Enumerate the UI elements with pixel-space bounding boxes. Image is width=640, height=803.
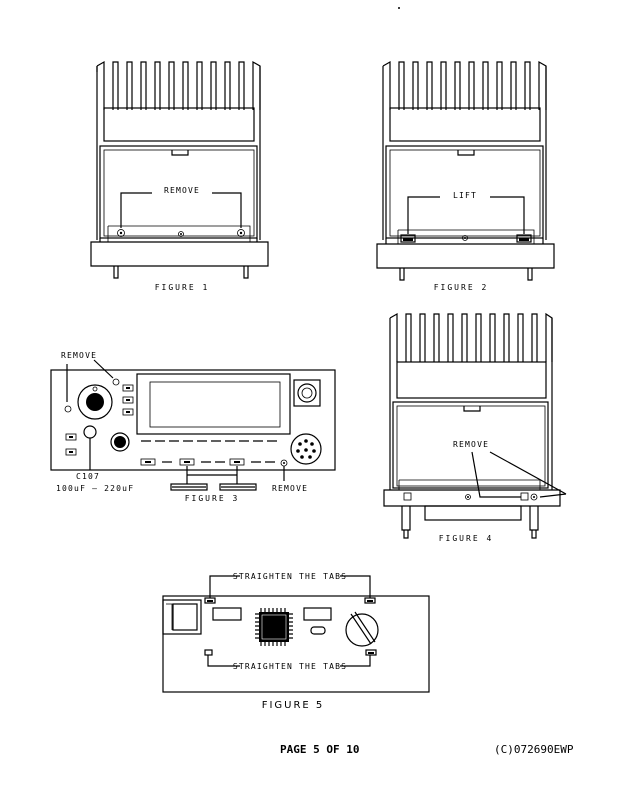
figure-4: REMOVE FIGURE 4: [383, 312, 567, 543]
heatsink-fins: [389, 312, 553, 362]
heatsink-fins: [382, 60, 547, 110]
figure3-callout-top: REMOVE: [61, 351, 97, 360]
figure-3: REMOVE C107 100uF — 220uF REMOVE FIGURE …: [50, 351, 336, 503]
figure5-caption: FIGURE 5: [262, 700, 325, 711]
figure3-caption: FIGURE 3: [185, 494, 240, 503]
page-dot: [398, 7, 400, 9]
figure1-caption: FIGURE 1: [155, 283, 210, 292]
figure-5: STRAIGHTEN THE TABS STRAIGHTEN THE TABS …: [162, 572, 430, 711]
figure-2: LIFT FIGURE 2: [376, 60, 555, 292]
figure5-callout-top: STRAIGHTEN THE TABS: [233, 572, 347, 581]
figure4-caption: FIGURE 4: [439, 534, 494, 543]
heatsink-fins: [96, 60, 261, 110]
figure2-callout: LIFT: [453, 191, 477, 200]
page-number: PAGE 5 OF 10: [280, 743, 359, 756]
figure2-caption: FIGURE 2: [434, 283, 489, 292]
ic-chip: [255, 608, 293, 646]
figure-1: REMOVE FIGURE 1: [90, 60, 269, 292]
copyright: (C)072690EWP: [494, 743, 574, 756]
figure5-callout-bottom: STRAIGHTEN THE TABS: [233, 662, 347, 671]
figure4-callout: REMOVE: [453, 440, 489, 449]
figure3-component-label: C107: [76, 472, 100, 481]
figure3-callout-right: REMOVE: [272, 484, 308, 493]
figure1-callout: REMOVE: [164, 186, 200, 195]
figure3-value-range: 100uF — 220uF: [56, 484, 134, 493]
